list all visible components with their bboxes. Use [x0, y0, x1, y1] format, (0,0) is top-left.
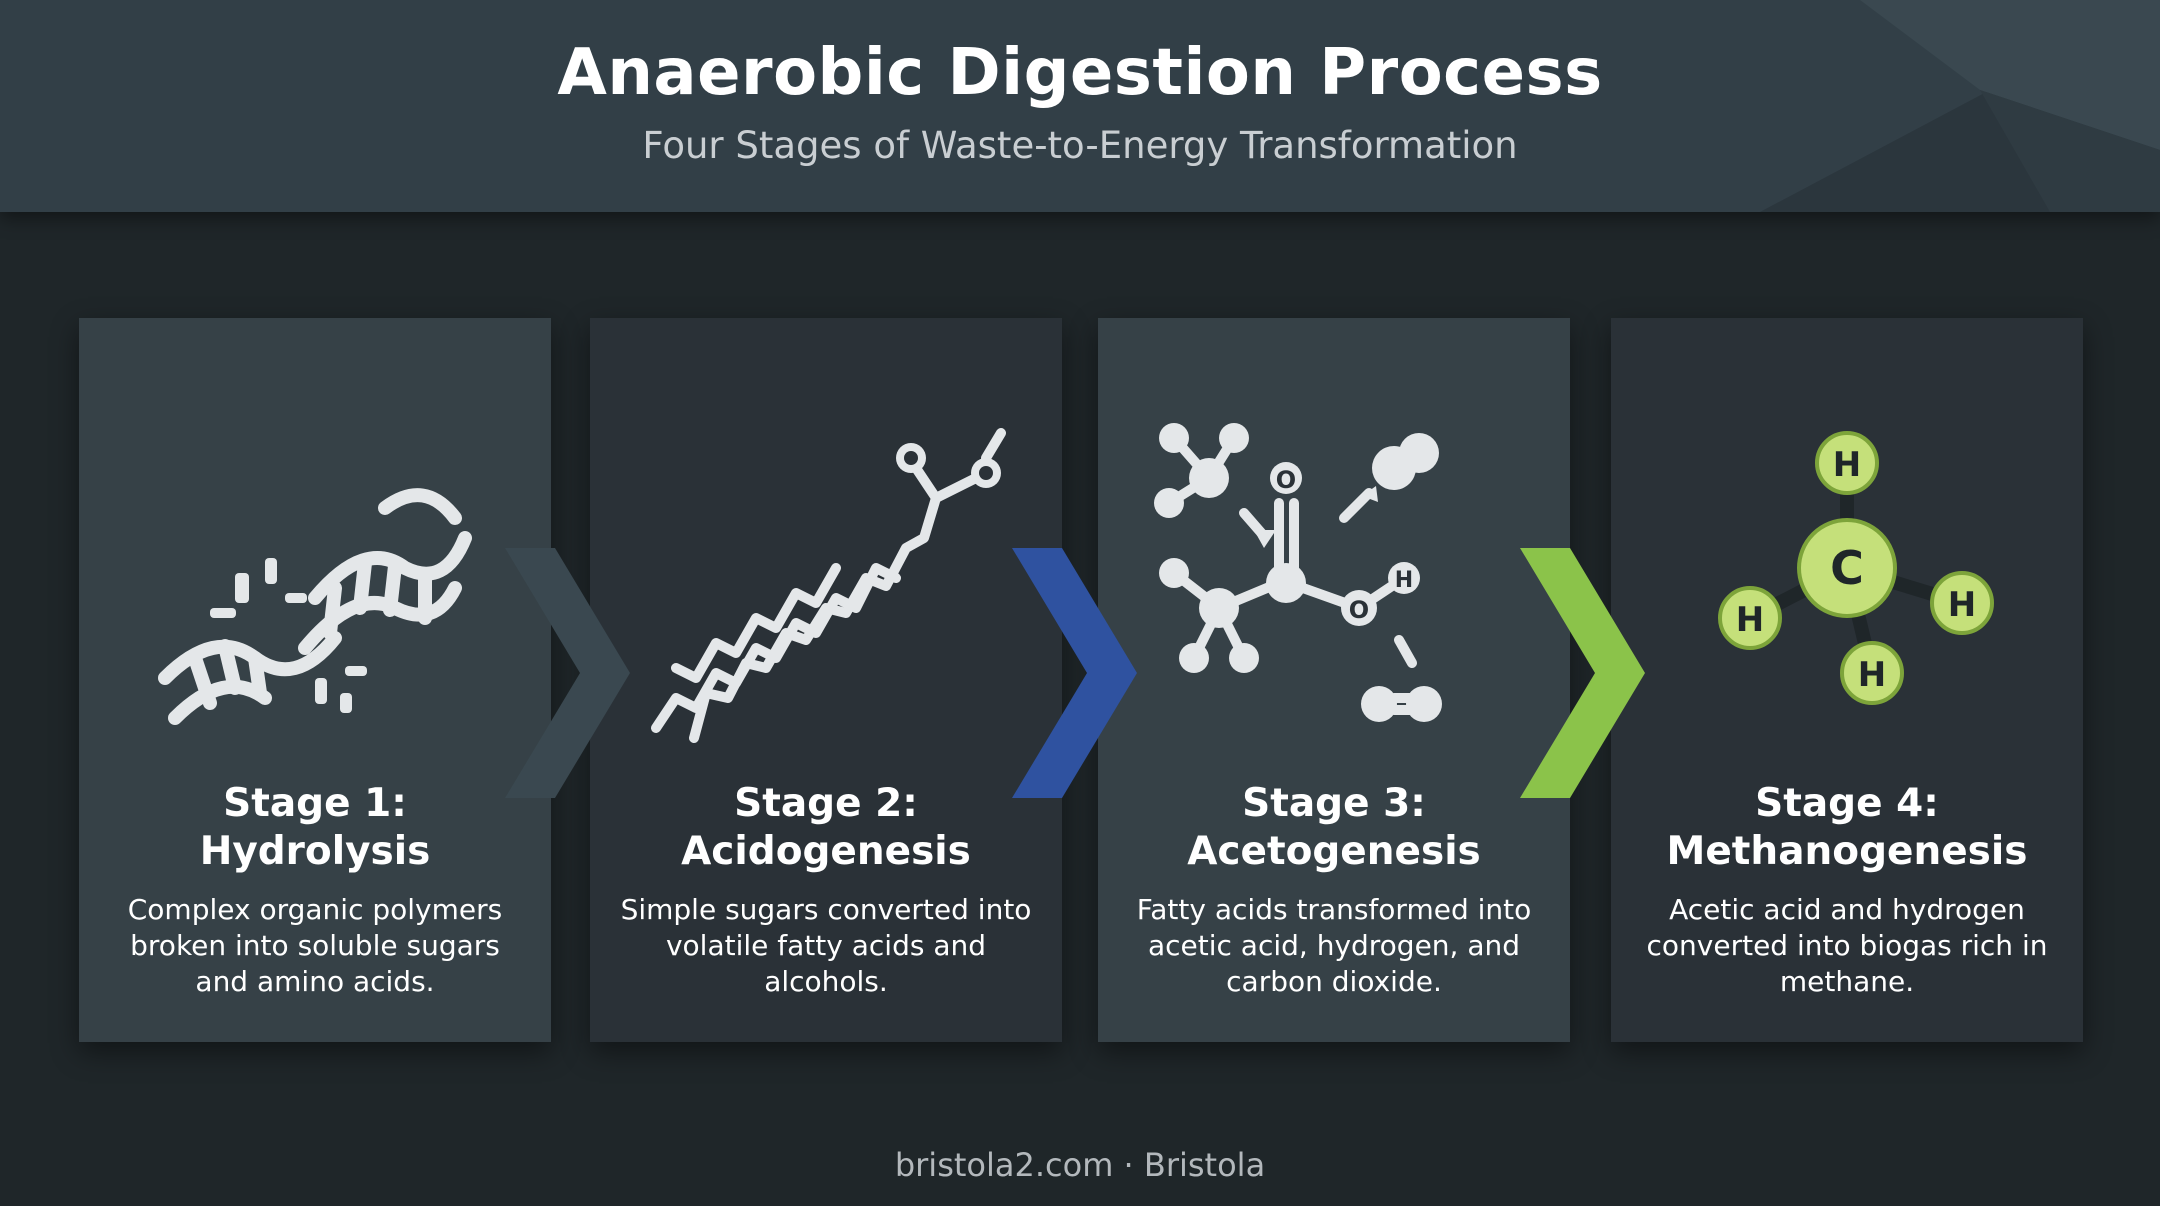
atom-h-right: H — [1948, 585, 1976, 625]
atom-h: H — [1395, 568, 1413, 593]
stage-2-description: Simple sugars converted into volatile fa… — [620, 893, 1032, 998]
header-banner: Anaerobic Digestion Process Four Stages … — [0, 0, 2160, 212]
stage-3-title: Stage 3: Acetogenesis — [1187, 781, 1481, 874]
page-subtitle: Four Stages of Waste-to-Energy Transform… — [642, 124, 1518, 167]
header-decoration — [1760, 0, 2160, 212]
stage-1-title: Stage 1: Hydrolysis — [199, 781, 431, 874]
dna-strand-icon — [158, 488, 472, 725]
acetic-acid-molecule-icon: O O H — [1154, 423, 1442, 722]
stage-card-acidogenesis: Stage 2: Acidogenesis Simple sugars conv… — [590, 318, 1062, 1042]
stage-1-description: Complex organic polymers broken into sol… — [127, 893, 503, 998]
atom-h-bottom: H — [1858, 655, 1886, 695]
stage-card-methanogenesis: H H H H C Stage 4: Methanogenesis Acetic… — [1611, 318, 2083, 1042]
atom-o-single: O — [1349, 596, 1369, 624]
stage-3-description: Fatty acids transformed into acetic acid… — [1136, 893, 1532, 998]
chevron-arrow-1-icon — [505, 548, 630, 798]
atom-h-top: H — [1833, 445, 1861, 485]
atom-h-left: H — [1736, 600, 1764, 640]
stage-card-acetogenesis: O O H Stage 3: Acetogenesis Fatty acids … — [1098, 318, 1570, 1042]
footer-credit: bristola2.com · Bristola — [894, 1146, 1266, 1184]
page-title: Anaerobic Digestion Process — [557, 36, 1603, 110]
chevron-arrow-3-icon — [1520, 548, 1645, 798]
methane-molecule-icon: H H H H C — [1718, 431, 1994, 705]
stage-4-title: Stage 4: Methanogenesis — [1666, 781, 2028, 874]
fatty-acid-chain-icon — [651, 428, 1006, 743]
stage-card-hydrolysis: Stage 1: Hydrolysis Complex organic poly… — [79, 318, 551, 1042]
stage-4-description: Acetic acid and hydrogen converted into … — [1646, 893, 2048, 998]
atom-c-center: C — [1830, 541, 1864, 595]
stage-2-title: Stage 2: Acidogenesis — [681, 781, 971, 874]
chevron-arrow-2-icon — [1012, 548, 1137, 798]
atom-o-double: O — [1276, 466, 1296, 494]
